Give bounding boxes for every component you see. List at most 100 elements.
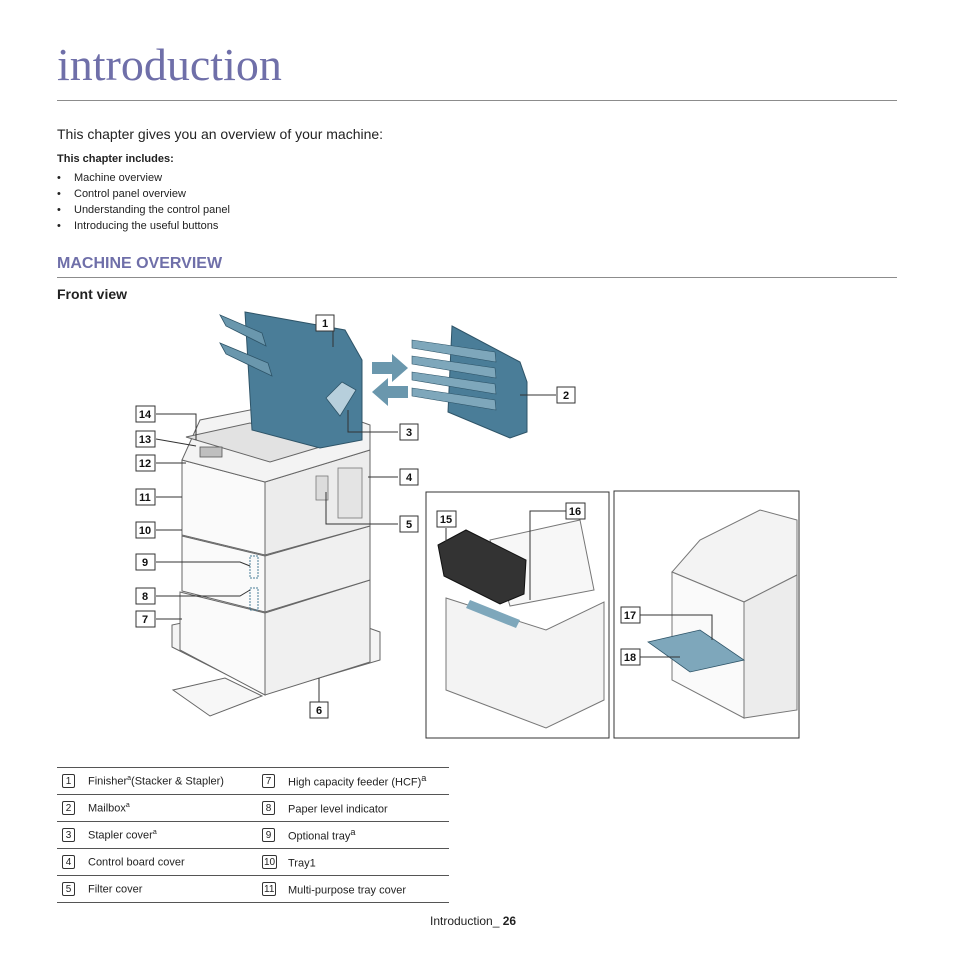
callout-leaders	[155, 323, 713, 702]
legend-label: Stapler covera	[87, 821, 257, 849]
table-row: 4 Control board cover 10 Tray1	[57, 848, 449, 876]
list-item[interactable]: •Understanding the control panel	[57, 204, 230, 216]
svg-text:11: 11	[139, 492, 151, 504]
list-item[interactable]: •Introducing the useful buttons	[57, 220, 219, 232]
arrow-right-icon	[372, 354, 408, 382]
bullet-icon: •	[57, 220, 61, 232]
callout-12: 12	[135, 454, 156, 472]
panel-display	[199, 446, 223, 458]
svg-text:10: 10	[139, 525, 151, 537]
svg-text:7: 7	[142, 614, 148, 626]
component-legend-table: 1 Finishera(Stacker & Stapler) 7 High ca…	[57, 767, 449, 903]
callout-10: 10	[135, 521, 156, 539]
callout-16: 16	[565, 502, 586, 520]
legend-label: Mailboxa	[87, 794, 257, 822]
machine-front-view-illustration: 1 2 3 4 5 6 7 8 9 10 11 12 13 14 15 16 1…	[135, 311, 800, 739]
table-row: 5 Filter cover 11 Multi-purpose tray cov…	[57, 875, 449, 903]
legend-number: 3	[62, 828, 75, 842]
legend-number: 4	[62, 855, 75, 869]
legend-number: 9	[262, 828, 275, 842]
svg-text:2: 2	[563, 390, 569, 402]
callout-5: 5	[399, 515, 419, 533]
svg-text:8: 8	[142, 591, 148, 603]
callout-4: 4	[399, 468, 419, 486]
callout-1: 1	[315, 314, 335, 332]
bullet-icon: •	[57, 188, 61, 200]
bullet-icon: •	[57, 204, 61, 216]
legend-label: Optional traya	[287, 821, 449, 849]
callout-3: 3	[399, 423, 419, 441]
page-title: introduction	[57, 39, 282, 90]
mailbox-bin	[411, 355, 497, 379]
subsection-heading: Front view	[57, 286, 128, 302]
footer-label: Introduction_	[430, 914, 500, 928]
callout-14: 14	[135, 405, 156, 423]
svg-text:14: 14	[139, 409, 152, 421]
svg-text:12: 12	[139, 458, 151, 470]
svg-text:5: 5	[406, 519, 412, 531]
list-item[interactable]: •Control panel overview	[57, 188, 186, 200]
stapler-cover	[325, 381, 357, 417]
inset-printer-body	[445, 597, 605, 729]
legend-label: Tray1	[287, 848, 449, 876]
legend-number: 11	[262, 882, 277, 896]
inset2-printer-side	[743, 574, 798, 719]
legend-label: Finishera(Stacker & Stapler)	[87, 767, 257, 795]
legend-label: Filter cover	[87, 875, 257, 903]
finisher-tray	[219, 314, 267, 347]
svg-text:4: 4	[406, 472, 413, 484]
svg-text:13: 13	[139, 434, 151, 446]
svg-text:16: 16	[569, 506, 581, 518]
bullet-icon: •	[57, 172, 61, 184]
paper-level-indicator	[249, 587, 259, 611]
finisher-body	[244, 311, 363, 449]
toner-cartridge	[437, 529, 527, 605]
callout-13: 13	[135, 430, 156, 448]
svg-text:6: 6	[316, 705, 322, 717]
legend-number: 10	[262, 855, 278, 869]
legend-label: Control board cover	[87, 848, 257, 876]
multi-purpose-tray	[647, 629, 745, 673]
svg-text:15: 15	[440, 514, 452, 526]
callout-11: 11	[135, 488, 156, 506]
chapter-contents-list: •Machine overview •Control panel overvie…	[57, 171, 230, 235]
finisher-tray	[219, 342, 273, 377]
page-number: 26	[502, 914, 517, 928]
control-board-cover	[337, 467, 363, 519]
legend-number: 8	[262, 801, 275, 815]
legend-number: 2	[62, 801, 75, 815]
svg-text:17: 17	[624, 610, 636, 622]
callout-7: 7	[135, 610, 156, 628]
svg-text:18: 18	[624, 652, 636, 664]
includes-label: This chapter includes:	[57, 153, 174, 165]
list-item[interactable]: •Machine overview	[57, 172, 163, 184]
insert-arrow-icon	[466, 600, 520, 628]
svg-text:3: 3	[406, 427, 412, 439]
callout-6: 6	[309, 701, 329, 719]
arrow-left-icon	[372, 378, 408, 406]
legend-label: Multi-purpose tray cover	[287, 875, 449, 903]
stand-foot	[171, 677, 264, 717]
mailbox-bin	[411, 371, 497, 395]
table-row: 3 Stapler covera 9 Optional traya	[57, 821, 449, 849]
callout-18: 18	[620, 648, 641, 666]
legend-label: High capacity feeder (HCF)a	[287, 767, 449, 795]
legend-number: 5	[62, 882, 75, 896]
title-divider	[57, 100, 897, 101]
section-divider	[57, 277, 897, 278]
svg-text:9: 9	[142, 557, 148, 569]
svg-text:1: 1	[322, 318, 328, 330]
callout-2: 2	[556, 386, 576, 404]
callout-9: 9	[135, 553, 156, 571]
legend-number: 1	[62, 774, 75, 788]
table-row: 2 Mailboxa 8 Paper level indicator	[57, 794, 449, 822]
page-footer: Introduction_ 26	[430, 914, 516, 928]
mailbox-bin	[411, 339, 497, 363]
table-row: 1 Finishera(Stacker & Stapler) 7 High ca…	[57, 767, 449, 795]
legend-number: 7	[262, 774, 275, 788]
mailbox-bin	[411, 387, 497, 411]
callout-8: 8	[135, 587, 156, 605]
chapter-lead: This chapter gives you an overview of yo…	[57, 126, 384, 142]
paper-level-indicator	[249, 555, 259, 579]
callout-17: 17	[620, 606, 641, 624]
